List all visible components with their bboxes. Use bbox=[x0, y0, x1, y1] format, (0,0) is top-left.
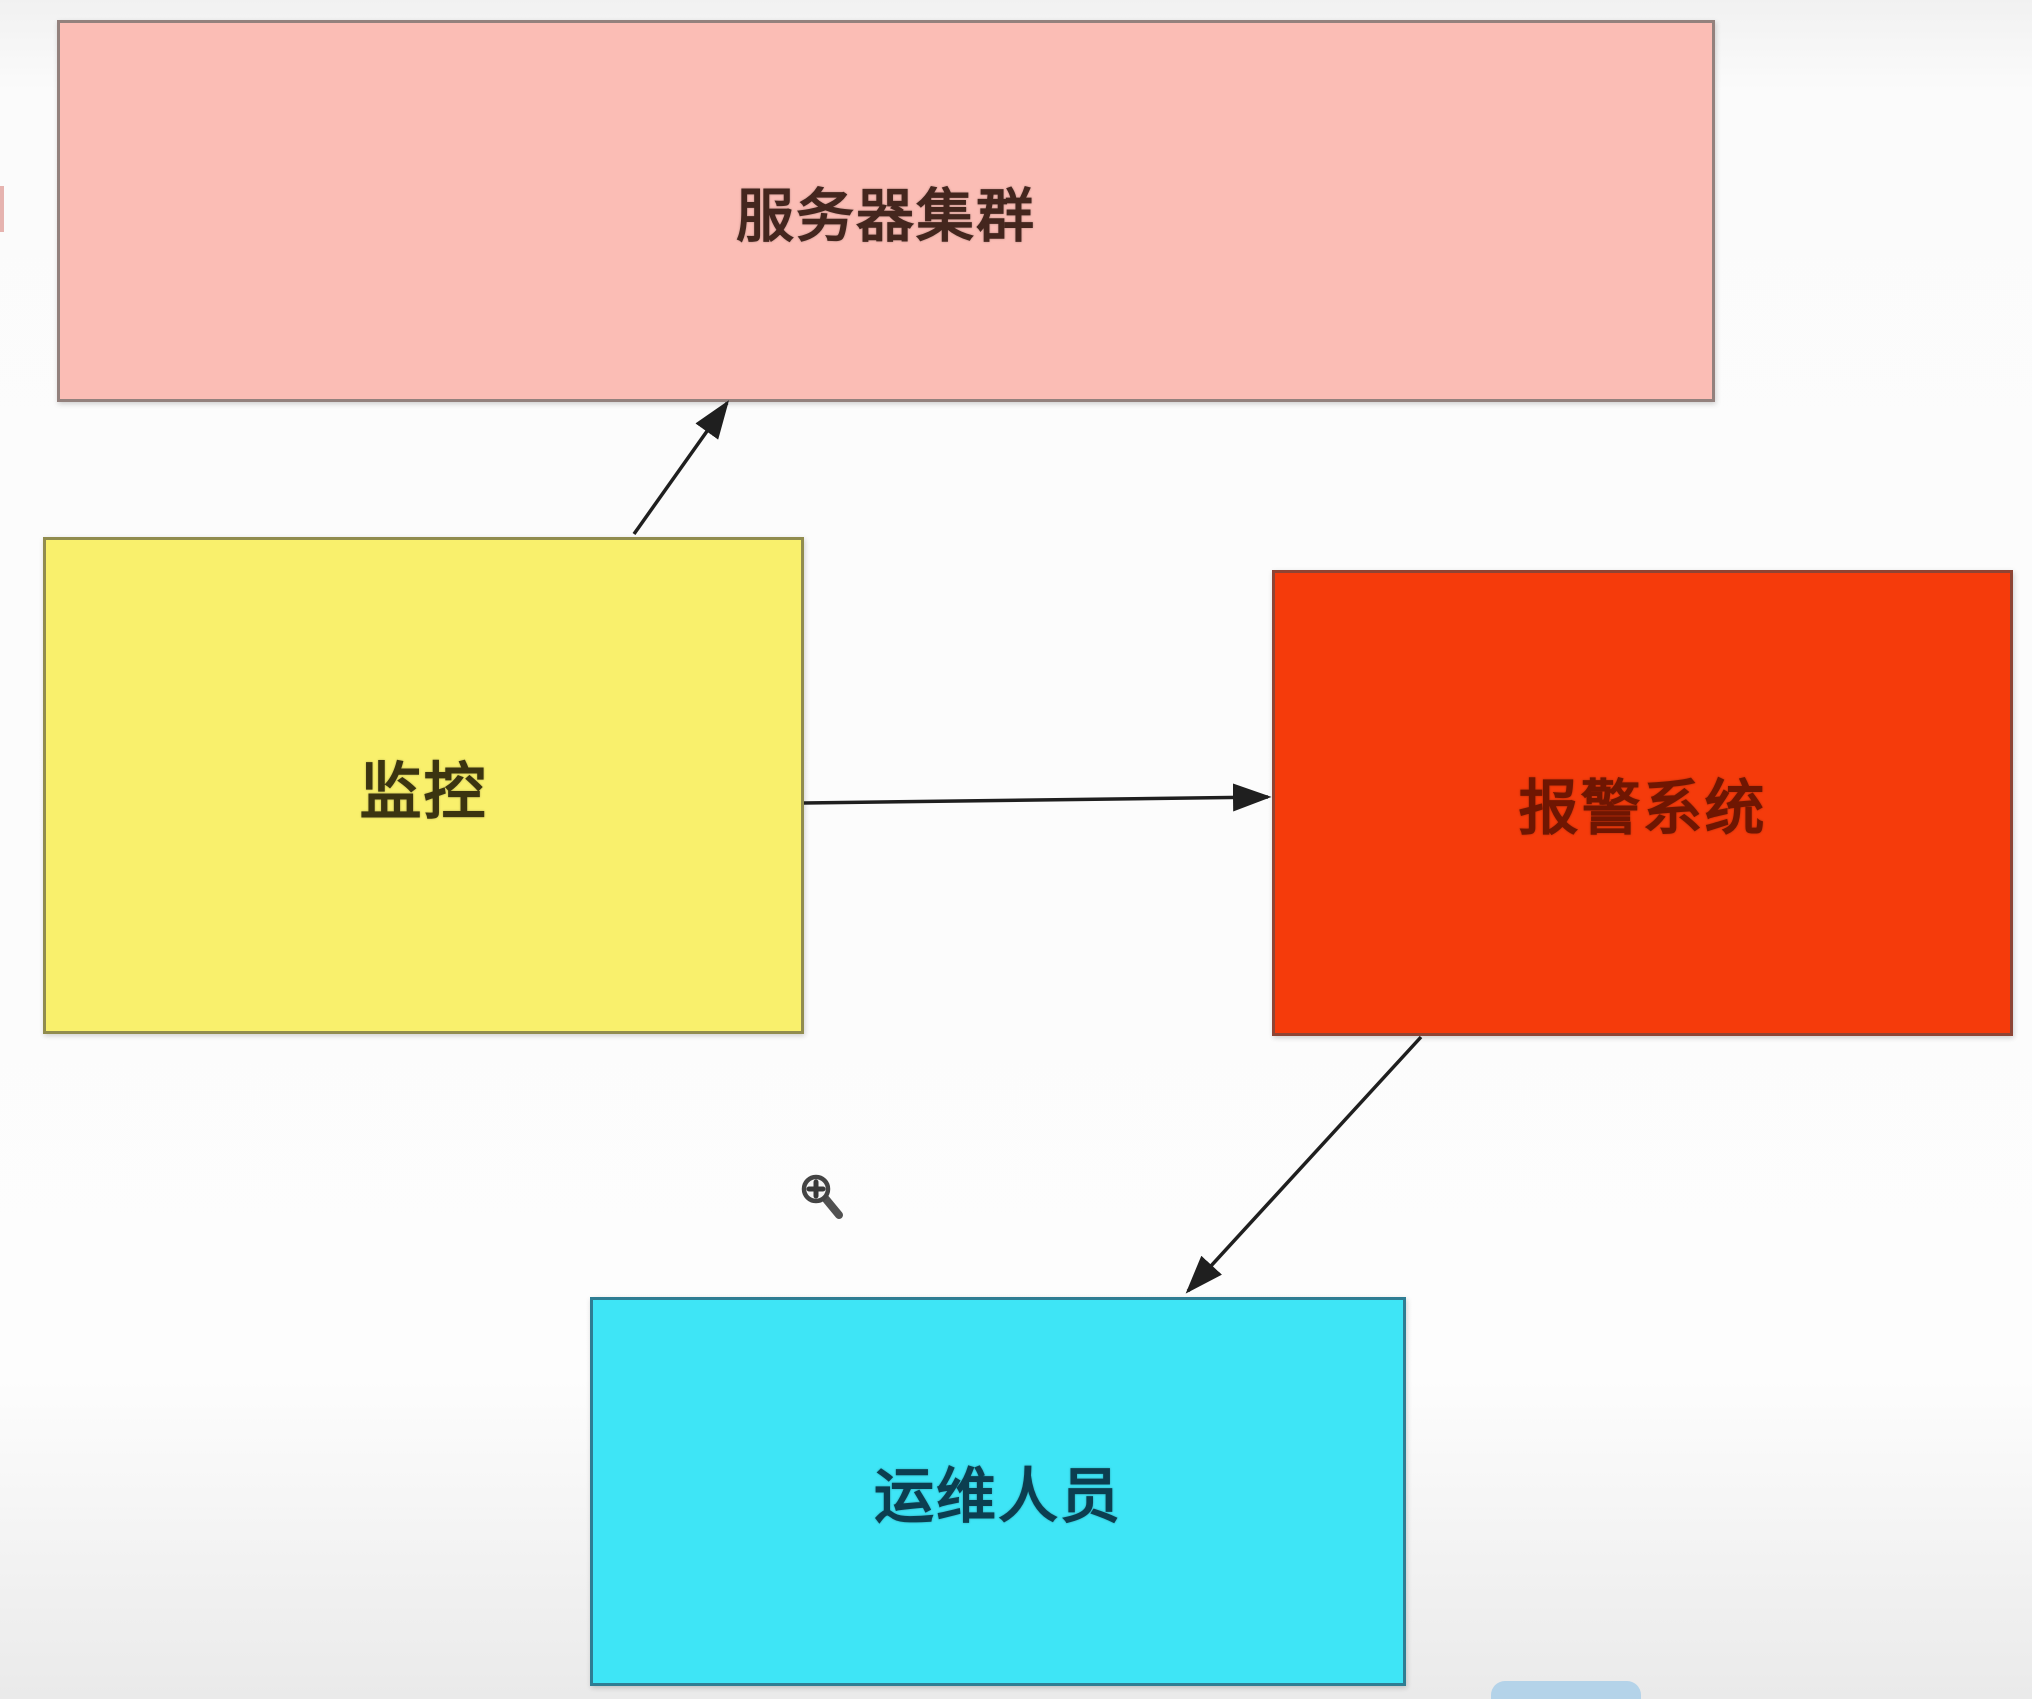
bottom-edge-partial-shape bbox=[1491, 1681, 1641, 1699]
node-alarm-system-label: 报警系统 bbox=[1518, 774, 1767, 842]
arrow-monitoring-to-server-cluster bbox=[632, 400, 730, 536]
left-edge-artifact bbox=[0, 186, 4, 232]
node-monitoring-label: 监控 bbox=[359, 757, 488, 827]
node-ops-staff: 运维人员 bbox=[590, 1297, 1406, 1686]
node-server-cluster: 服务器集群 bbox=[57, 20, 1715, 402]
node-server-cluster-label: 服务器集群 bbox=[735, 184, 1036, 249]
node-alarm-system: 报警系统 bbox=[1272, 570, 2013, 1036]
arrow-monitoring-to-alarm-system bbox=[803, 783, 1272, 812]
node-ops-staff-label: 运维人员 bbox=[874, 1463, 1122, 1530]
node-monitoring: 监控 bbox=[43, 537, 804, 1034]
arrow-alarm-system-to-ops-staff bbox=[1185, 1035, 1423, 1294]
